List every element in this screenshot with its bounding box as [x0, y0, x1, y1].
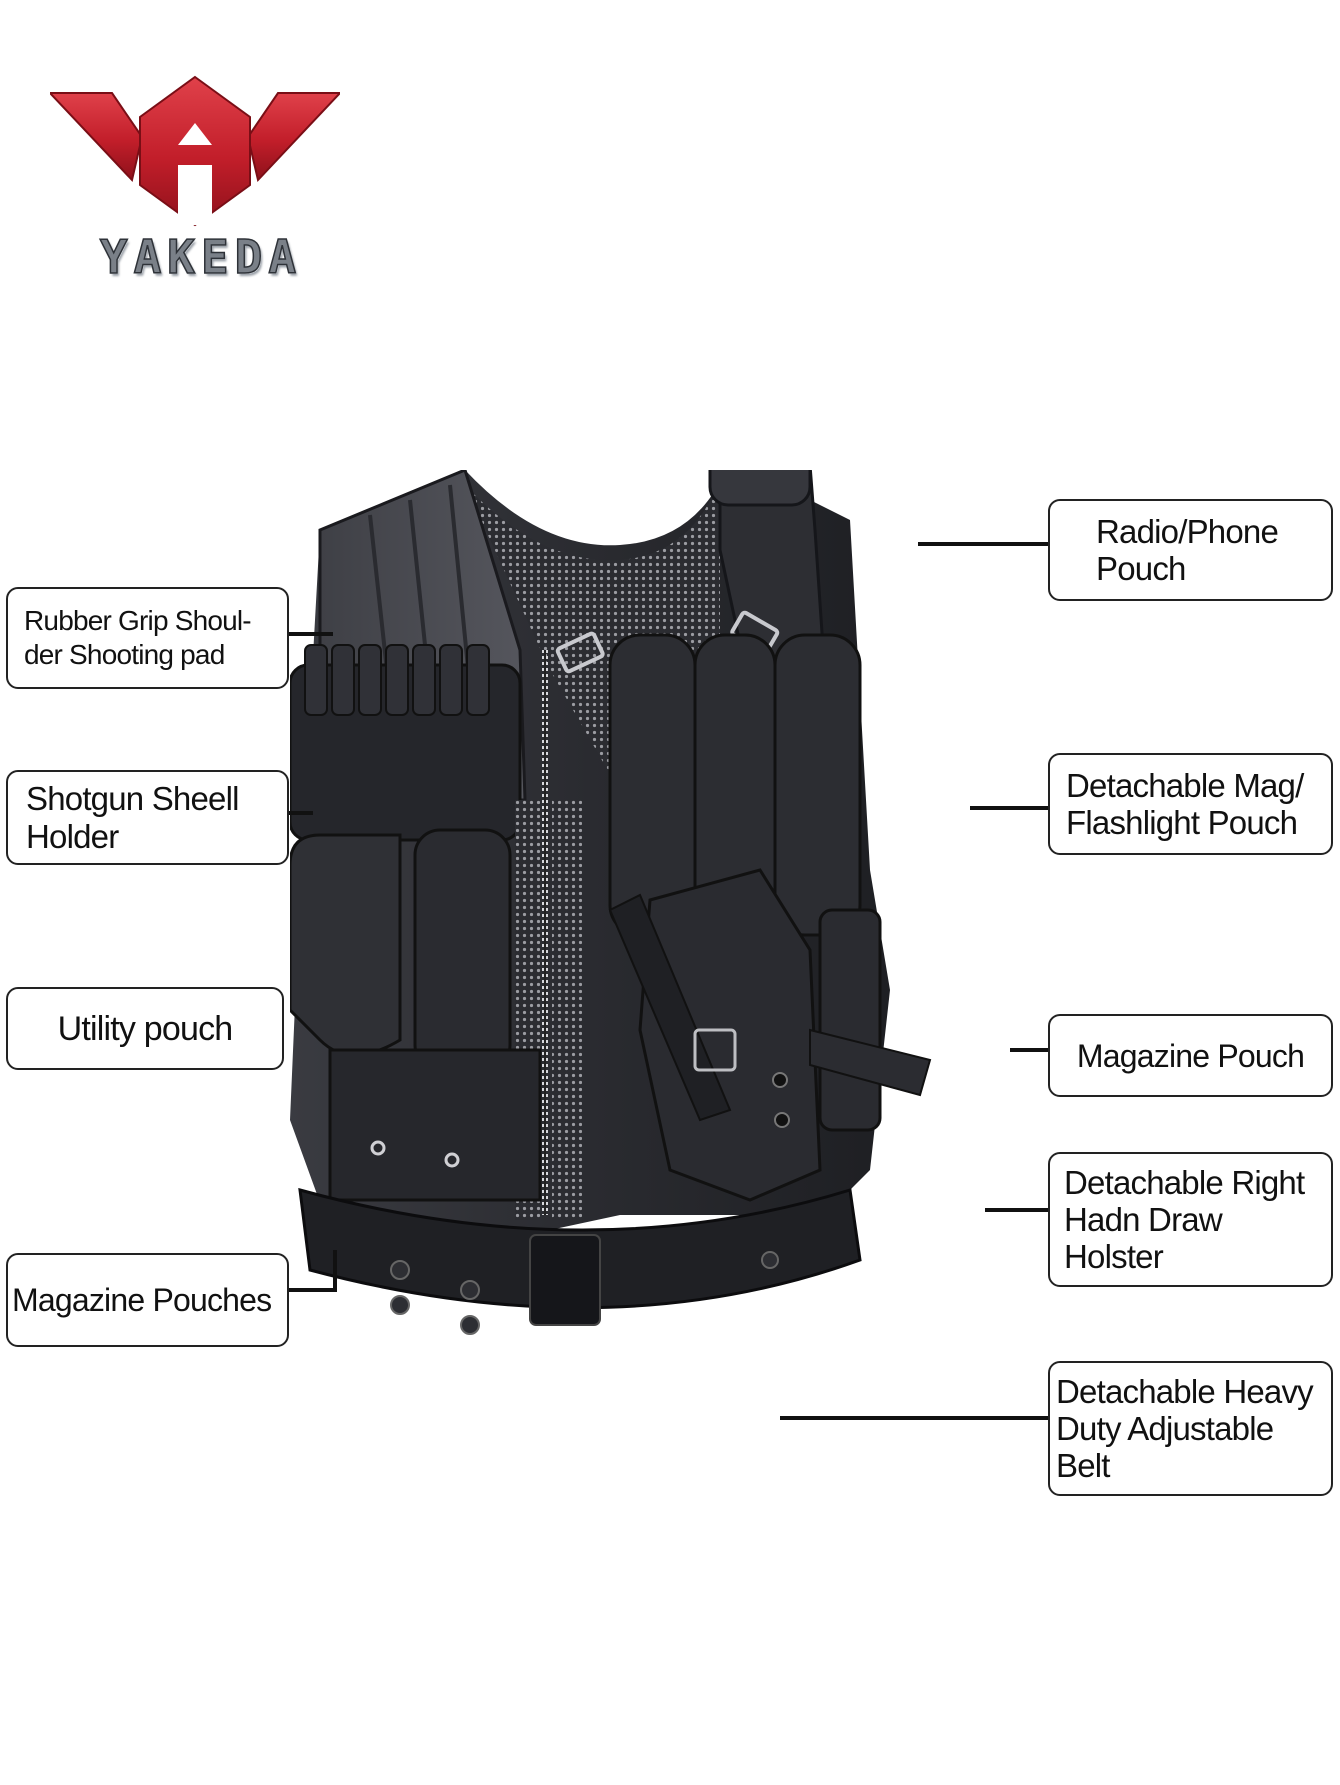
connector-line [985, 1208, 1048, 1212]
connector-line [918, 542, 1048, 546]
callout-mag-flashlight-pouch: Detachable Mag/ Flashlight Pouch [1048, 753, 1333, 855]
callout-label: Magazine Pouch [1076, 1037, 1305, 1074]
callout-shoulder-pad: Rubber Grip Shoul- der Shooting pad [6, 587, 289, 689]
connector-line [780, 1416, 1048, 1420]
callout-magazine-pouch: Magazine Pouch [1048, 1014, 1333, 1097]
callout-holster: Detachable Right Hadn Draw Holster [1048, 1152, 1333, 1287]
callout-label: Detachable Right Hadn Draw Holster [1064, 1164, 1305, 1275]
connector-line [1010, 1048, 1048, 1052]
callout-label: Magazine Pouches [12, 1282, 272, 1318]
callout-label: Detachable Heavy Duty Adjustable Belt [1056, 1373, 1314, 1484]
brand-name: YAKEDA [99, 229, 303, 285]
callout-radio-phone-pouch: Radio/Phone Pouch [1048, 499, 1333, 601]
connector-line [285, 632, 333, 636]
connector-line [970, 806, 1048, 810]
callout-label: Utility pouch [57, 1009, 234, 1048]
callout-label: Detachable Mag/ Flashlight Pouch [1066, 767, 1304, 841]
callout-label: Shotgun Sheell Holder [26, 779, 239, 855]
connector-line [285, 811, 313, 815]
callout-label: Radio/Phone Pouch [1096, 513, 1279, 587]
callout-utility-pouch: Utility pouch [6, 987, 284, 1070]
yay-logo-mark-icon [50, 75, 340, 227]
brand-logo: YAKEDA [50, 75, 340, 290]
callout-magazine-pouches: Magazine Pouches [6, 1253, 289, 1347]
callout-label: Rubber Grip Shoul- der Shooting pad [24, 605, 252, 670]
tactical-vest-image [288, 443, 1060, 1480]
connector-line [333, 1250, 337, 1292]
callout-shell-holder: Shotgun Sheell Holder [6, 770, 289, 865]
callout-belt: Detachable Heavy Duty Adjustable Belt [1048, 1361, 1333, 1496]
connector-line [285, 1288, 335, 1292]
